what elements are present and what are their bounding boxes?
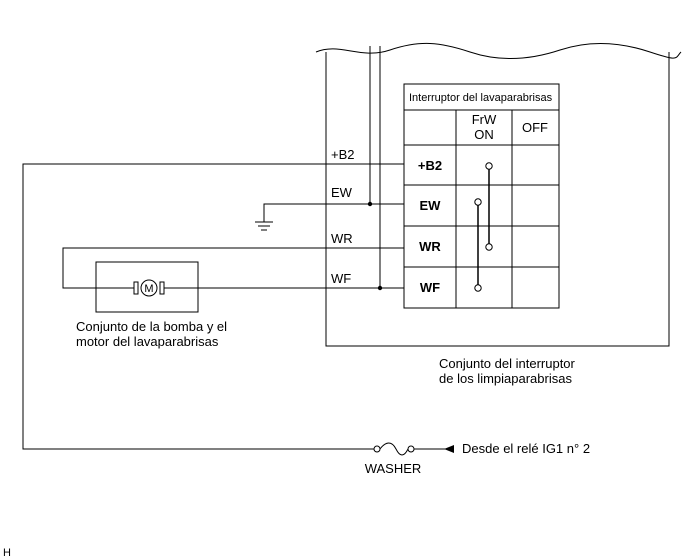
corner-mark: H <box>3 547 11 559</box>
wire-label-wr: WR <box>331 231 353 246</box>
terminal-ew <box>474 198 482 206</box>
switch-assembly-break-line <box>315 43 682 59</box>
col-off: OFF <box>522 120 548 135</box>
terminal-b2 <box>485 162 493 170</box>
wire-b2 <box>22 163 404 450</box>
row-ew: EW <box>420 198 442 213</box>
motor-symbol: M <box>144 283 153 295</box>
terminal-wf <box>474 284 482 292</box>
pump-label-line1: Conjunto de la bomba y el <box>76 319 227 334</box>
col-frw-line1: FrW <box>472 112 497 127</box>
junction-wf <box>377 285 383 291</box>
source-arrow-icon <box>444 445 454 453</box>
junction-ew <box>367 201 373 207</box>
wire-label-ew: EW <box>331 185 353 200</box>
switch-table-title: Interruptor del lavaparabrisas <box>409 92 553 104</box>
switch-assembly-label-line1: Conjunto del interruptor <box>439 356 576 371</box>
col-frw-line2: ON <box>474 127 494 142</box>
source-label: Desde el relé IG1 n° 2 <box>462 441 590 456</box>
fuse-label: WASHER <box>365 461 422 476</box>
switch-assembly-outline <box>325 52 670 347</box>
wire-ew <box>263 203 404 222</box>
pump-box <box>95 261 199 313</box>
switch-table: Interruptor del lavaparabrisas FrW ON OF… <box>403 83 560 309</box>
fuse-washer <box>373 442 445 456</box>
wire-label-b2: +B2 <box>331 147 355 162</box>
row-b2: +B2 <box>418 158 442 173</box>
terminal-wr <box>485 243 493 251</box>
wire-label-wf: WF <box>331 271 351 286</box>
ground-icon <box>255 221 273 231</box>
motor-icon: M <box>133 279 165 297</box>
row-wf: WF <box>420 280 440 295</box>
wire-wr <box>62 247 404 289</box>
pump-label-line2: motor del lavaparabrisas <box>76 334 219 349</box>
row-wr: WR <box>419 239 441 254</box>
switch-assembly-label-line2: de los limpiaparabrisas <box>439 371 572 386</box>
